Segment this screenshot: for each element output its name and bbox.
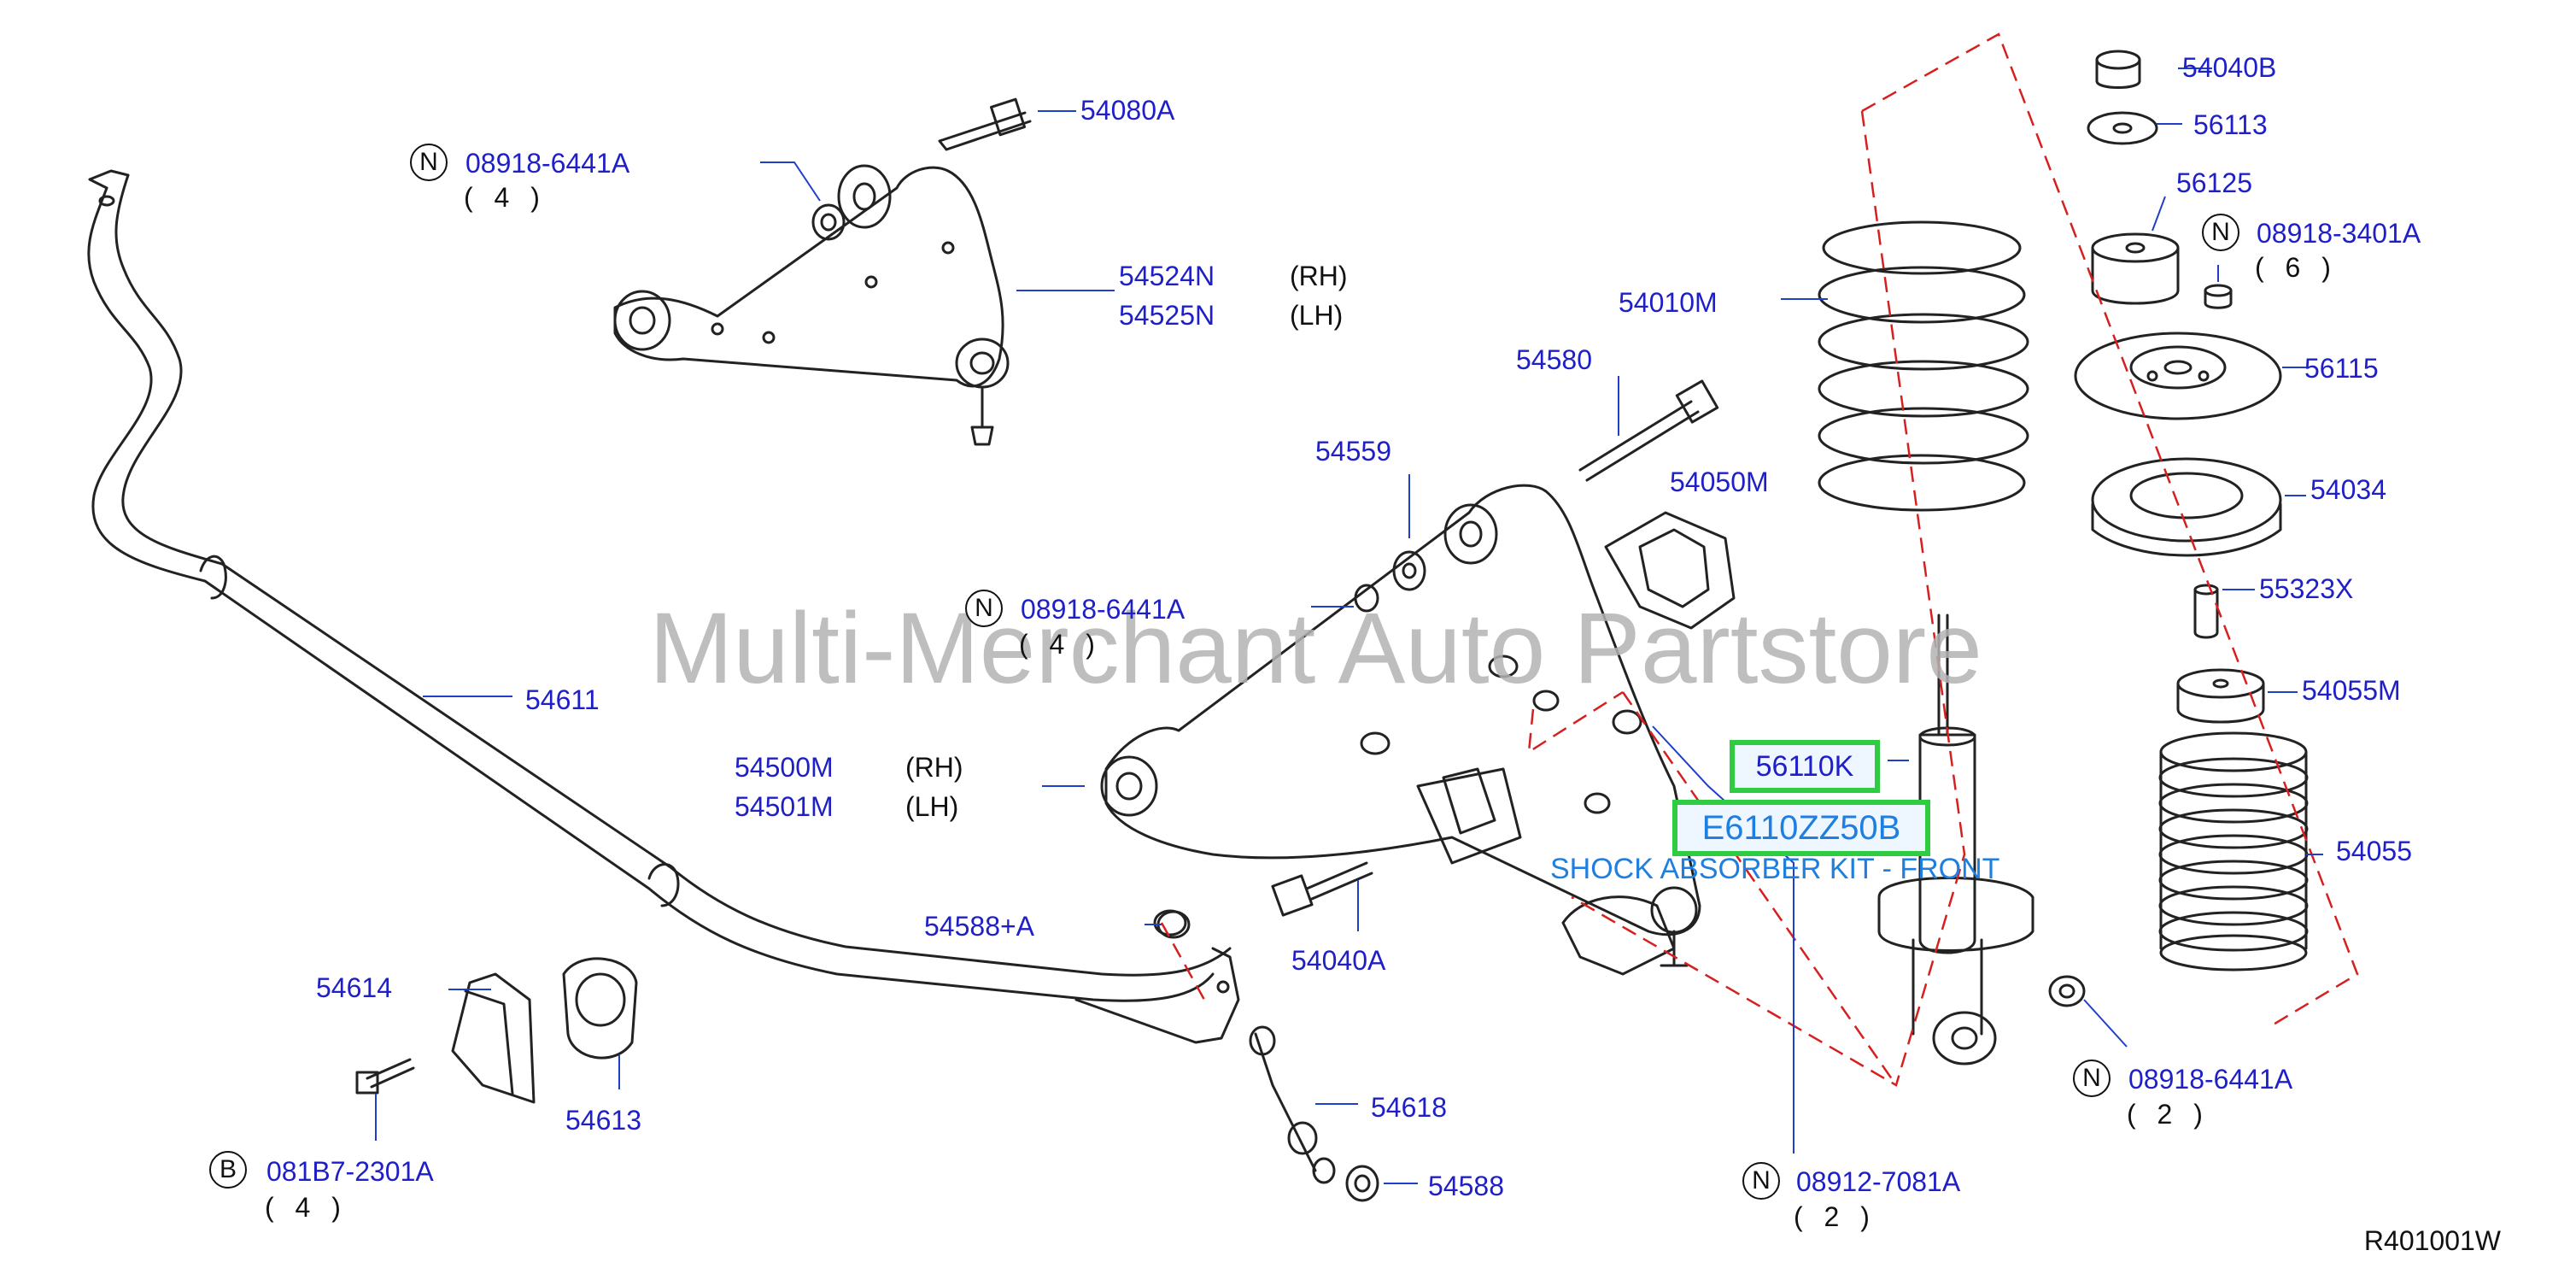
- diagram-code: R401001W: [2363, 1225, 2501, 1256]
- stabilizer-bar: [87, 169, 1240, 1044]
- part-54618[interactable]: 54618: [1371, 1092, 1447, 1123]
- part-54050M[interactable]: 54050M: [1670, 467, 1769, 497]
- badge-n-top: N: [410, 144, 448, 181]
- upper-control-arm: [613, 97, 1032, 446]
- badge-n-mid: N: [965, 590, 1003, 627]
- part-54588[interactable]: 54588: [1428, 1171, 1504, 1201]
- side-rh-mid: (RH): [905, 752, 963, 783]
- qty-bottom-center: ( 2 ): [1794, 1201, 1876, 1232]
- coil-spring: [1818, 220, 2029, 512]
- qty-bottom-left: ( 4 ): [265, 1192, 348, 1223]
- part-55323X[interactable]: 55323X: [2259, 573, 2354, 604]
- part-54055M[interactable]: 54055M: [2302, 675, 2401, 706]
- qty-top: ( 4 ): [464, 182, 547, 213]
- strut-mount-stack: [2048, 50, 2309, 1007]
- part-54525N[interactable]: 54525N: [1119, 300, 1215, 331]
- part-54034[interactable]: 54034: [2310, 474, 2386, 505]
- assembly-lines: [1160, 32, 2359, 1087]
- badge-n-right: N: [2073, 1060, 2111, 1097]
- qty-right: ( 2 ): [2127, 1099, 2210, 1130]
- part-54588A[interactable]: 54588+A: [924, 911, 1035, 942]
- qty-mid: ( 4 ): [1019, 629, 1102, 660]
- part-54614[interactable]: 54614: [316, 972, 392, 1003]
- qty-six: ( 6 ): [2255, 252, 2338, 283]
- part-54500M[interactable]: 54500M: [735, 752, 834, 783]
- part-54040A[interactable]: 54040A: [1291, 945, 1386, 976]
- badge-n-right-top: N: [2202, 214, 2239, 251]
- part-54501M[interactable]: 54501M: [735, 791, 834, 822]
- badge-b: B: [209, 1151, 247, 1189]
- part-54524N[interactable]: 54524N: [1119, 261, 1215, 291]
- part-56115[interactable]: 56115: [2304, 353, 2379, 384]
- side-lh-top: (LH): [1290, 300, 1344, 331]
- highlight-kit-code[interactable]: E6110ZZ50B: [1672, 800, 1930, 856]
- part-08918-6441A-mid[interactable]: 08918-6441A: [1021, 594, 1186, 625]
- part-56113[interactable]: 56113: [2193, 109, 2268, 140]
- badge-n-bottom: N: [1742, 1162, 1780, 1200]
- part-56125[interactable]: 56125: [2176, 167, 2252, 198]
- highlight-part-56110K[interactable]: 56110K: [1730, 740, 1880, 793]
- part-54580[interactable]: 54580: [1516, 344, 1592, 375]
- part-08918-3401A[interactable]: 08918-3401A: [2257, 218, 2421, 249]
- side-rh-top: (RH): [1290, 261, 1348, 291]
- kit-description: SHOCK ABSORBER KIT - FRONT: [1550, 853, 2000, 885]
- part-08918-6441A-right[interactable]: 08918-6441A: [2128, 1064, 2293, 1095]
- part-08918-6441A-top[interactable]: 08918-6441A: [465, 148, 630, 179]
- part-54611[interactable]: 54611: [525, 684, 600, 715]
- part-54055[interactable]: 54055: [2336, 836, 2412, 866]
- part-54080A[interactable]: 54080A: [1080, 95, 1175, 126]
- small-parts: [355, 379, 1736, 1202]
- lower-control-arm: [1100, 484, 1701, 976]
- leader-lines: [375, 68, 2323, 1184]
- part-54010M[interactable]: 54010M: [1619, 287, 1718, 318]
- part-081B7-2301A[interactable]: 081B7-2301A: [266, 1156, 434, 1187]
- part-08912-7081A[interactable]: 08912-7081A: [1796, 1166, 1961, 1197]
- part-54613[interactable]: 54613: [565, 1105, 641, 1136]
- side-lh-mid: (LH): [905, 791, 959, 822]
- part-54040B[interactable]: 54040B: [2182, 52, 2277, 83]
- part-54559[interactable]: 54559: [1315, 436, 1391, 467]
